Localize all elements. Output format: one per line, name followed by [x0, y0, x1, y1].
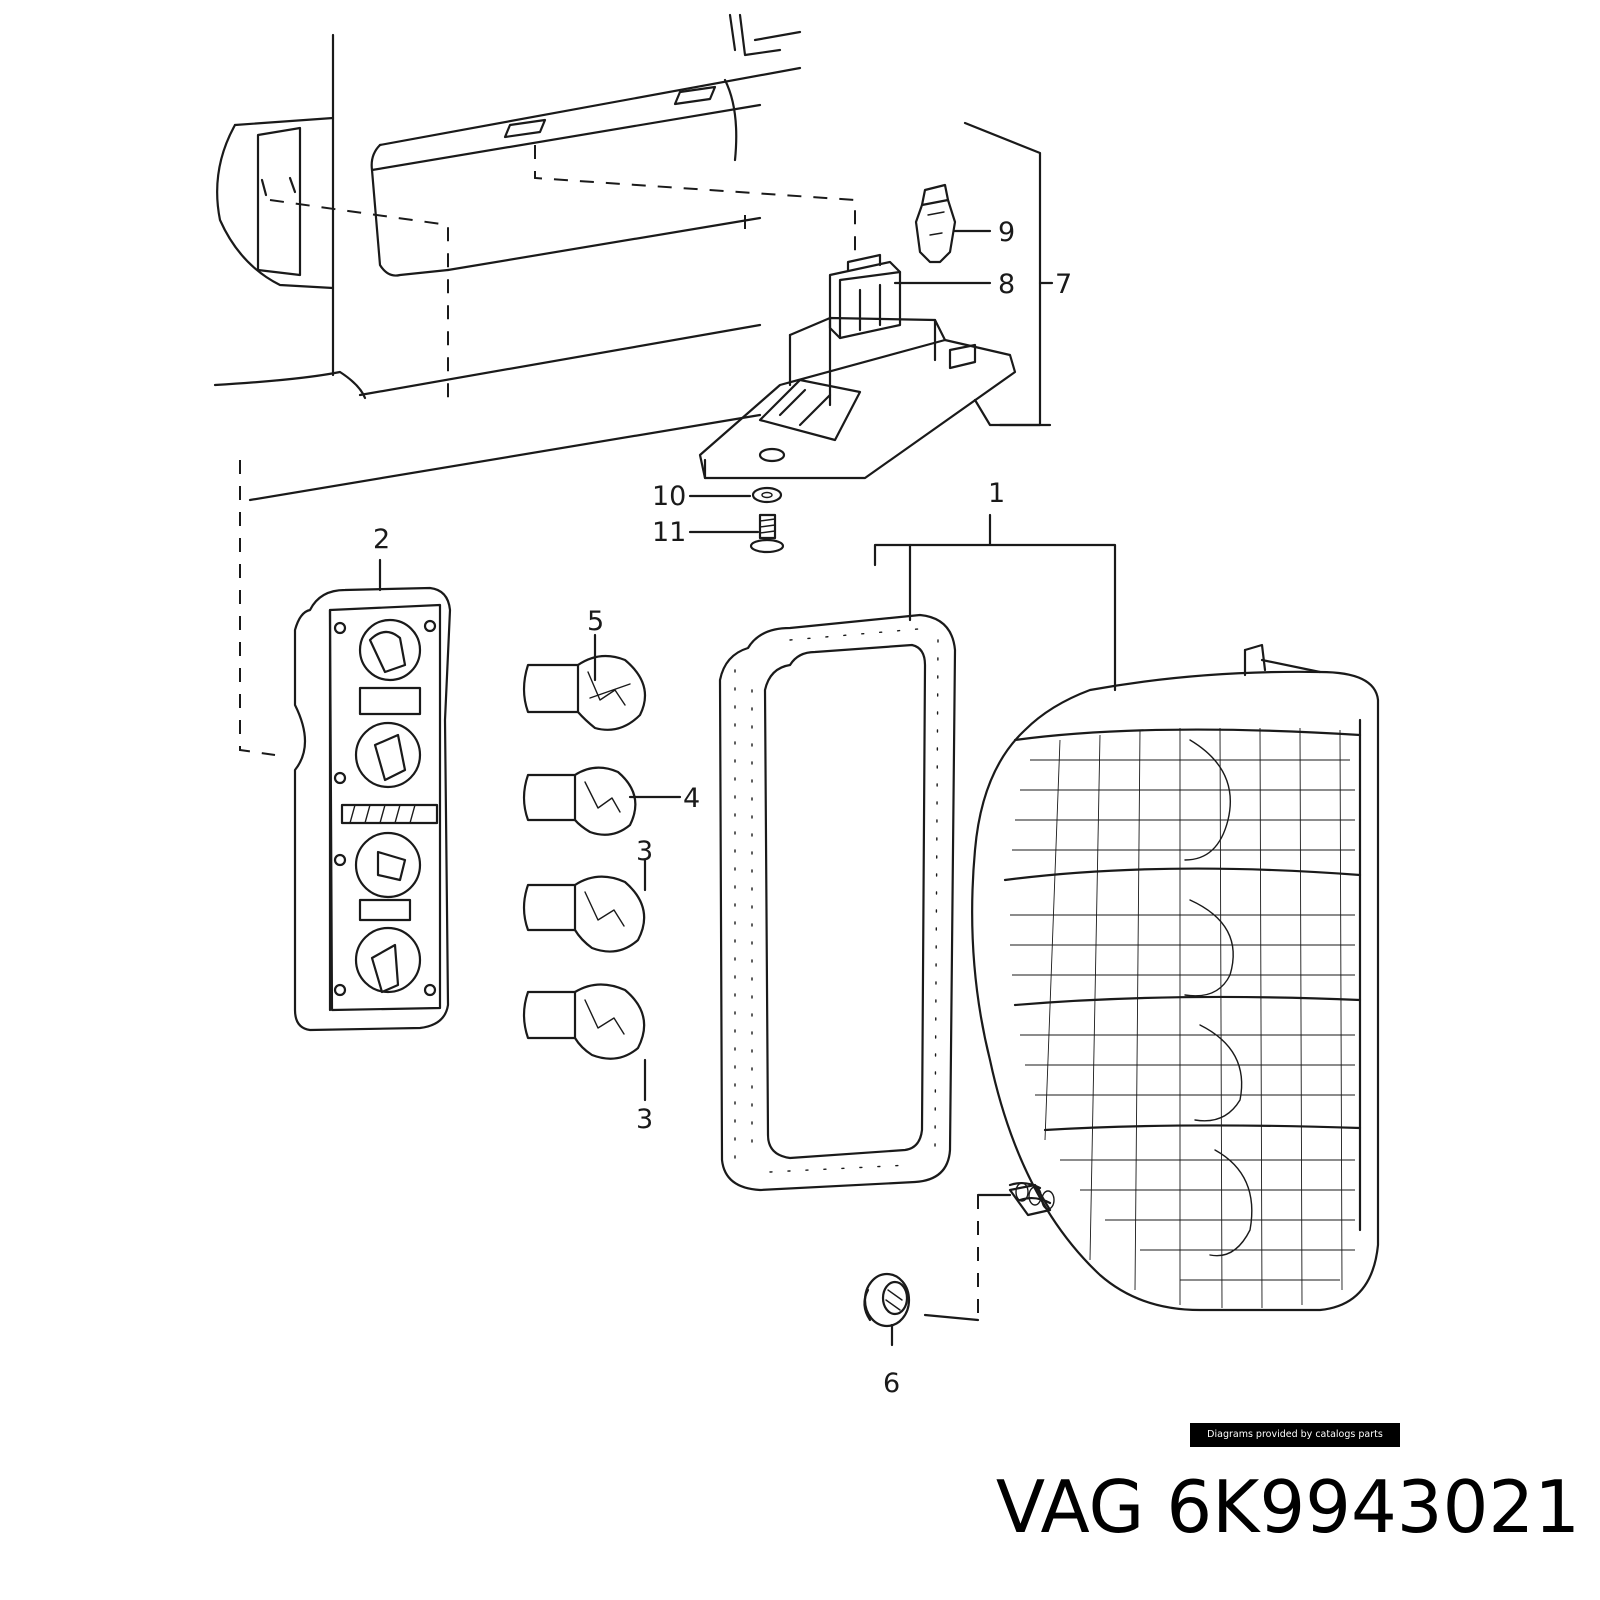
leader-lines	[378, 121, 1117, 1347]
callout-10: 10	[652, 481, 686, 512]
vehicle-body	[213, 13, 802, 502]
callout-2: 2	[373, 524, 390, 555]
bulb-3-upper	[522, 875, 646, 953]
diagram-credit-badge: Diagrams provided by catalogs parts	[1190, 1423, 1400, 1447]
bulb-3-lower	[522, 983, 646, 1060]
callout-8: 8	[998, 269, 1015, 300]
brand-name: VAG	[995, 1465, 1145, 1549]
callout-11: 11	[652, 517, 686, 548]
bulb-holder	[293, 586, 452, 1032]
bulb-5	[522, 654, 647, 731]
callout-1: 1	[988, 478, 1005, 509]
callout-3-upper: 3	[636, 836, 653, 867]
wedge-bulb	[914, 183, 957, 264]
callout-7: 7	[1055, 269, 1072, 300]
washer-and-screw	[749, 486, 785, 554]
bulb-4	[522, 766, 637, 836]
licence-plate-light	[698, 316, 1052, 480]
gasket	[718, 613, 957, 1192]
part-number: 6K9943021	[1166, 1465, 1580, 1549]
callout-5: 5	[587, 606, 604, 637]
callout-6: 6	[883, 1368, 900, 1399]
callout-9: 9	[998, 217, 1015, 248]
connector	[828, 253, 902, 340]
tail-lamp	[971, 643, 1380, 1312]
clip-nut	[863, 1272, 911, 1328]
callout-labels: 1 2 3 3 4 5 6 7 8 9 10 11	[373, 217, 1072, 1399]
callout-3-lower: 3	[636, 1104, 653, 1135]
callout-4: 4	[683, 783, 700, 814]
